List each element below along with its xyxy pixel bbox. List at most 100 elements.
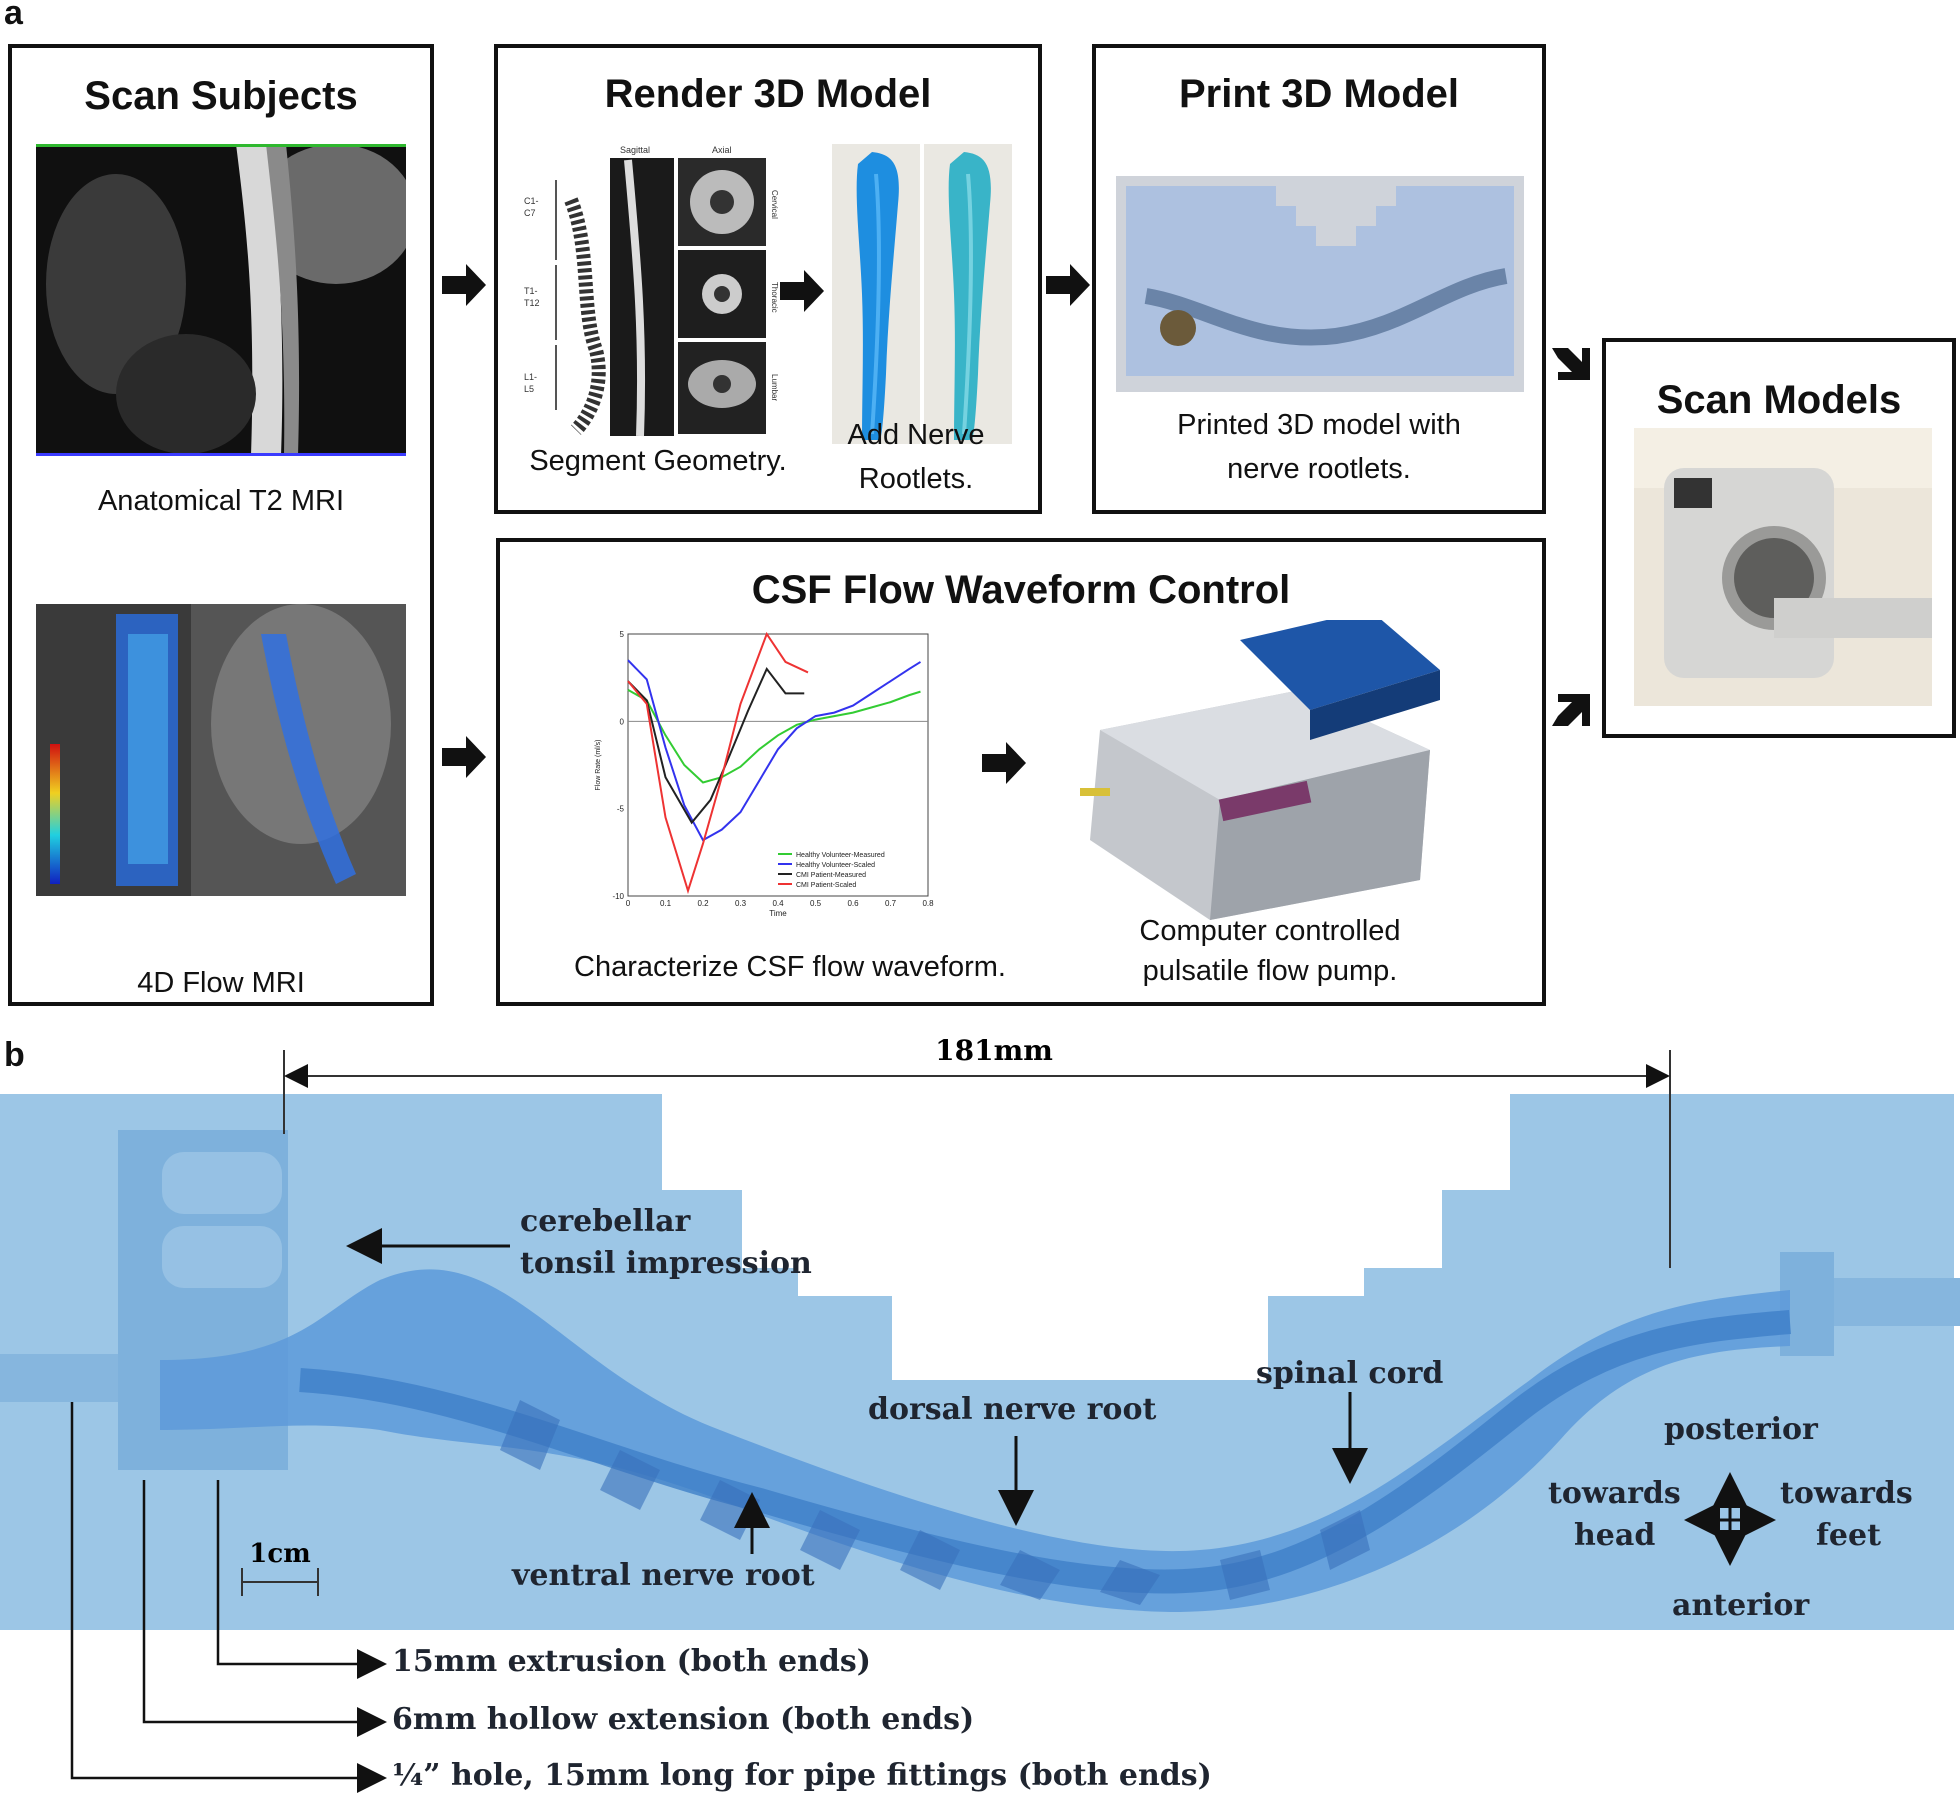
chart-x-tick-label: 0.2 — [697, 899, 709, 908]
label-l1: L1- — [524, 372, 537, 382]
orientation-compass-icon — [1684, 1472, 1776, 1566]
chart-legend-label: CMI Patient-Measured — [796, 872, 866, 879]
chart-plot-area — [627, 633, 929, 897]
label-c7: C7 — [524, 208, 536, 218]
left-end-tube — [0, 1354, 140, 1402]
render-model-box: Render 3D Model C1- C7 T1- T12 L1- L5 Sa… — [494, 44, 1042, 514]
scan-models-box: Scan Models — [1602, 338, 1956, 738]
cerebellar-label-2: tonsil impression — [520, 1246, 812, 1281]
spinal-cord — [299, 1310, 1791, 1594]
scan-subjects-box: Scan Subjects Anatomical T2 MRI — [8, 44, 434, 1006]
print-model-title: Print 3D Model — [1178, 72, 1460, 116]
chart-y-tick-label: 5 — [620, 630, 625, 639]
arrow-up-right-icon — [1552, 694, 1590, 726]
label-cervical: Cervical — [770, 190, 779, 219]
cerebellar-label-1: cerebellar — [520, 1204, 691, 1239]
callout-hollow-extension: 6mm hollow extension (both ends) — [392, 1702, 975, 1737]
callout-pipe-hole: ¼” hole, 15mm long for pipe fittings (bo… — [392, 1758, 1212, 1793]
arrow-down-right-icon — [1552, 348, 1590, 380]
chart-x-tick-label: 0.5 — [810, 899, 822, 908]
callout-line-hollow — [142, 1480, 387, 1737]
chart-y-tick-label: 0 — [620, 717, 625, 726]
scan-subjects-title: Scan Subjects — [84, 74, 358, 118]
chart-x-tick-label: 0.8 — [922, 899, 934, 908]
label-l5: L5 — [524, 384, 534, 394]
mri-scanner-image — [1634, 428, 1932, 706]
right-end-tube — [1830, 1278, 1960, 1326]
callout-extrusion: 15mm extrusion (both ends) — [392, 1644, 871, 1679]
flow-pump-image — [1070, 620, 1470, 930]
scan-models-title: Scan Models — [1656, 378, 1902, 422]
chart-series-line — [627, 666, 805, 825]
chart-x-tick-label: 0.4 — [772, 899, 784, 908]
printed-model-image — [1116, 176, 1524, 392]
posterior-label: posterior — [1664, 1412, 1818, 1447]
chart-legend-label: Healthy Volunteer-Scaled — [796, 862, 875, 869]
t2-mri-caption: Anatomical T2 MRI — [97, 485, 345, 517]
anterior-label: anterior — [1672, 1588, 1810, 1623]
chart-x-axis-label: Time — [769, 909, 787, 918]
print-model-box: Print 3D Model Printed 3D model with ner… — [1092, 44, 1546, 514]
callout-line-hole — [70, 1402, 387, 1793]
pump-caption-1: Computer controlled — [1139, 915, 1401, 947]
spinal-model-diagram: 181mm 1cm — [0, 1034, 1960, 1793]
nerve-roots — [500, 1400, 1370, 1605]
towards-feet-label-1: towards — [1780, 1476, 1913, 1511]
spine-segmentation-image: C1- C7 T1- T12 L1- L5 Sagittal Axial Cer… — [516, 140, 796, 440]
characterize-waveform-caption: Characterize CSF flow waveform. — [574, 951, 1006, 983]
chart-y-tick-label: -10 — [612, 892, 624, 901]
arrow-right-icon — [982, 742, 1026, 784]
csf-control-title: CSF Flow Waveform Control — [751, 568, 1291, 612]
nerve-render-teal-image — [924, 144, 1012, 444]
label-lumbar: Lumbar — [770, 374, 779, 401]
label-t12: T12 — [524, 298, 540, 308]
chart-legend-label: CMI Patient-Scaled — [796, 882, 856, 889]
flow-mri-caption: 4D Flow MRI — [137, 967, 305, 999]
chart-x-tick-label: 0.7 — [885, 899, 897, 908]
chart-x-tick-label: 0.3 — [735, 899, 747, 908]
printed-model-caption-2: nerve rootlets. — [1227, 453, 1411, 485]
flow-mri-image — [36, 604, 406, 896]
label-axial: Axial — [712, 145, 732, 155]
arrow-right-icon — [1046, 264, 1090, 306]
dorsal-nerve-label: dorsal nerve root — [868, 1392, 1157, 1427]
pump-caption-2: pulsatile flow pump. — [1142, 955, 1398, 987]
chart-x-tick-label: 0.6 — [847, 899, 859, 908]
render-model-title: Render 3D Model — [604, 72, 932, 116]
label-t1: T1- — [524, 286, 538, 296]
callout-line-extrusion — [216, 1480, 387, 1679]
chart-legend-label: Healthy Volunteer-Measured — [796, 852, 885, 859]
panel-a-letter: a — [4, 0, 23, 32]
chart-y-axis-label: Flow Rate (ml/s) — [595, 740, 602, 791]
label-thoracic: Thoracic — [770, 282, 779, 313]
chart-y-tick-label: -5 — [617, 805, 625, 814]
arrow-right-icon — [780, 270, 824, 312]
t2-mri-image — [36, 144, 406, 456]
chart-x-tick-label: 0.1 — [660, 899, 672, 908]
chart-x-tick-label: 0 — [626, 899, 631, 908]
ventral-nerve-label: ventral nerve root — [512, 1558, 815, 1593]
nerve-render-blue-image — [832, 144, 920, 444]
add-nerve-caption-1: Add Nerve — [847, 419, 985, 451]
chart-series-line — [627, 689, 921, 784]
dimension-label: 181mm — [935, 1034, 1053, 1067]
towards-head-label-1: towards — [1548, 1476, 1681, 1511]
towards-head-label-2: head — [1574, 1518, 1656, 1553]
segment-geometry-caption: Segment Geometry. — [529, 445, 787, 477]
printed-model-caption-1: Printed 3D model with — [1177, 409, 1461, 441]
scale-bar — [241, 1568, 319, 1596]
arrow-right-icon — [442, 736, 486, 778]
scale-bar-label: 1cm — [249, 1539, 310, 1569]
towards-feet-label-2: feet — [1816, 1518, 1881, 1553]
label-sagittal: Sagittal — [620, 145, 650, 155]
panel-b-letter: b — [4, 1036, 25, 1074]
add-nerve-caption-2: Rootlets. — [858, 463, 974, 495]
spinal-channel — [160, 1269, 1790, 1612]
spinal-cord-label: spinal cord — [1256, 1356, 1444, 1391]
label-c1: C1- — [524, 196, 539, 206]
chart-series-line — [627, 659, 922, 842]
chart-series-line — [627, 631, 809, 895]
arrow-right-icon — [442, 264, 486, 306]
